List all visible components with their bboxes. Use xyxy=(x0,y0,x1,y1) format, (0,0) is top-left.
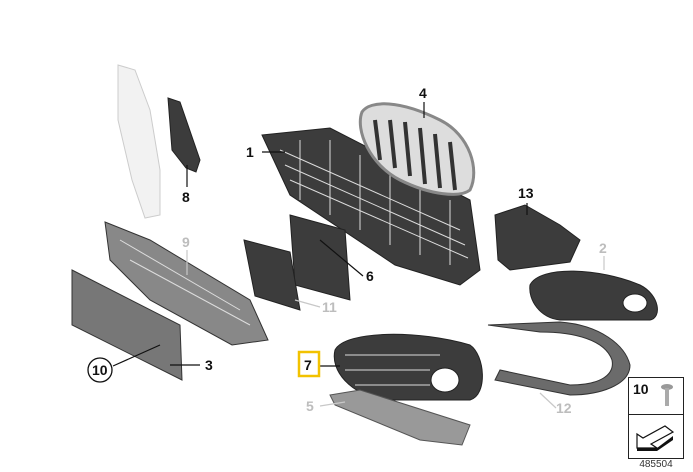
part-ghost-grille xyxy=(117,64,161,219)
part-4-kidney-grille[interactable] xyxy=(358,102,476,196)
fastener-legend-box: 10 xyxy=(628,377,684,459)
part-13-air-duct[interactable] xyxy=(494,204,581,271)
screw-icon xyxy=(636,384,675,451)
legend-divider xyxy=(629,414,683,415)
callout-8[interactable]: 8 xyxy=(182,189,190,205)
callout-2[interactable]: 2 xyxy=(599,240,607,256)
part-1-center-grille[interactable] xyxy=(261,127,481,286)
part-7-side-grille[interactable] xyxy=(333,333,483,401)
part-9-carrier[interactable] xyxy=(104,221,269,346)
part-6-cover-panel[interactable] xyxy=(289,214,351,301)
part-5-lower-bracket[interactable] xyxy=(329,389,471,446)
callout-4[interactable]: 4 xyxy=(419,85,427,101)
callout-6[interactable]: 6 xyxy=(366,268,374,284)
callout-10[interactable]: 10 xyxy=(92,362,108,378)
callout-5[interactable]: 5 xyxy=(306,398,314,414)
part-2-side-grille[interactable] xyxy=(529,270,658,321)
part-12-trim-strip[interactable] xyxy=(487,321,631,396)
callout-13[interactable]: 13 xyxy=(518,185,534,201)
callout-12[interactable]: 12 xyxy=(556,400,572,416)
callout-3[interactable]: 3 xyxy=(205,357,213,373)
callout-11[interactable]: 11 xyxy=(322,299,337,315)
diagram-id: 485504 xyxy=(639,459,673,470)
part-11-cover-panel[interactable] xyxy=(243,239,301,311)
callout-1[interactable]: 1 xyxy=(246,144,254,160)
callout-9[interactable]: 9 xyxy=(182,234,190,250)
legend-part-number: 10 xyxy=(633,381,649,397)
callout-7-highlight xyxy=(297,350,321,378)
direction-arrow-icon xyxy=(636,425,675,451)
part-8-bracket[interactable] xyxy=(167,97,201,173)
part-3-plate-base[interactable] xyxy=(71,269,183,381)
callout-10-circle xyxy=(87,357,113,383)
callout-7[interactable]: 7 xyxy=(304,357,312,373)
